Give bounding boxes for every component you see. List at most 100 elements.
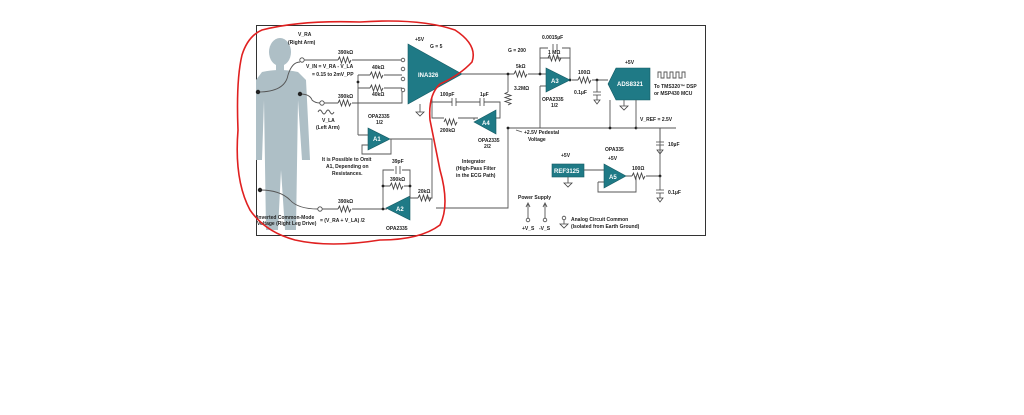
- legend-power-supply: Power Supply: [518, 195, 551, 201]
- a3-rsh-label: 3.2MΩ: [514, 86, 529, 92]
- a3-gain: G = 200: [508, 48, 526, 54]
- legend-common-2: (Isolated from Earth Ground): [571, 224, 640, 230]
- ground-icon: [415, 104, 425, 117]
- a4-unit: 2/2: [484, 144, 491, 150]
- rl-formula: = (V_RA + V_LA) /2: [320, 218, 365, 224]
- vs-plus-terminal: [525, 217, 531, 223]
- legend-vs-plus: +V_S: [522, 226, 535, 232]
- rl-lead: [259, 189, 319, 210]
- a3-unit: 1/2: [551, 103, 558, 109]
- resistor-la: [337, 98, 352, 108]
- adc-label: ADS8321: [617, 82, 644, 88]
- a5-supply: +5V: [608, 156, 618, 162]
- ina-pin: [400, 76, 406, 82]
- a1-label: A1: [373, 137, 381, 143]
- junction: [356, 80, 360, 84]
- resistor-rg1: [369, 70, 384, 80]
- a5-part: OPA335: [605, 147, 624, 153]
- a4-label: A4: [482, 121, 490, 127]
- capacitor-0-1uf: [656, 176, 664, 203]
- resistor-a4: [443, 117, 458, 127]
- resistor-a3-shunt: [503, 91, 513, 106]
- capacitor-a2: [395, 166, 401, 174]
- legend-common-1: Analog Circuit Common: [571, 217, 628, 223]
- a2-rin-label: 20kΩ: [418, 189, 430, 195]
- pedestal-pointer: [515, 129, 523, 133]
- pedestal-2: Voltage: [528, 137, 546, 143]
- resistor-rg2: [369, 83, 384, 93]
- junction: [506, 72, 510, 76]
- r-rl-label: 390kΩ: [338, 199, 353, 205]
- a4-amplifier: [473, 109, 497, 135]
- a4-c1-label: 100pF: [440, 92, 454, 98]
- legend-vs-minus: -V_S: [539, 226, 551, 232]
- a1-amplifier: [367, 127, 391, 151]
- a5-r-label: 100Ω: [632, 166, 644, 172]
- a1-note-2: A1, Depending on: [326, 164, 369, 170]
- a5-wires: [584, 128, 661, 193]
- la-lead: [299, 93, 321, 104]
- ina-pin: [400, 66, 406, 72]
- a3-label: A3: [551, 79, 559, 85]
- rg2-label: 40kΩ: [372, 92, 384, 98]
- adc-ref-wires: [609, 100, 637, 128]
- ground-icon: [619, 100, 629, 111]
- junction: [506, 126, 510, 130]
- resistor-a2-in: [417, 193, 432, 203]
- rl-label-1: Inverted Common-Mode: [257, 215, 314, 221]
- adc-out-1: To TMS320™ DSP: [654, 84, 697, 90]
- a1-note-3: Resistances.: [332, 171, 363, 177]
- resistor-a5: [631, 171, 646, 181]
- ground-icon: [563, 177, 573, 188]
- a4-part: OPA2335: [478, 138, 500, 144]
- integrator-1: Integrator: [462, 159, 485, 165]
- adc-supply: +5V: [625, 60, 635, 66]
- junction: [381, 207, 385, 211]
- a2-label: A2: [396, 207, 404, 213]
- ref-label: REF3125: [554, 169, 580, 175]
- a2-part: OPA2335: [386, 226, 408, 232]
- a5-amplifier: [603, 163, 627, 189]
- diagram-frame: [256, 25, 706, 236]
- capacitor-filter: [593, 80, 601, 105]
- formula-line2: = 0.15 to 2mV_PP: [312, 72, 354, 78]
- adc-vref: V_REF = 2.5V: [640, 117, 673, 123]
- human-figure: [256, 38, 310, 230]
- a1-part: OPA2335: [368, 114, 390, 120]
- resistor-ra: [337, 55, 352, 65]
- junction: [608, 126, 612, 130]
- pedestal-1: +2.5V Pedestal: [524, 130, 560, 136]
- red-annotation-outline: [236, 20, 474, 245]
- a3-rfb-label: 1 MΩ: [548, 50, 560, 56]
- a1-note-1: It is Possible to Omit: [322, 157, 372, 163]
- ina-pin: [400, 57, 406, 63]
- la-terminal: [319, 100, 325, 106]
- ina-supply: +5V: [415, 37, 425, 43]
- a5-label: A5: [609, 175, 617, 181]
- resistor-a3-in: [513, 69, 528, 79]
- a3-wires: [507, 47, 608, 128]
- la-label: (Left Arm): [316, 125, 340, 131]
- a2-feedback-wires: [382, 169, 418, 210]
- rl-electrode: [257, 187, 263, 193]
- a4-c2-label: 1µF: [480, 92, 489, 98]
- la-signal-icon: [317, 109, 335, 115]
- rl-label-2: Voltage (Right Leg Drive): [257, 221, 317, 227]
- supply-arrows-icon: [525, 201, 548, 218]
- integrator-2: (High-Pass Filter: [456, 166, 496, 172]
- pedestal-bus: [436, 127, 676, 209]
- a3-amplifier: [545, 67, 571, 93]
- ra-lead: [257, 61, 301, 93]
- ina-gain: G = 5: [430, 44, 443, 50]
- a2-amplifier: [385, 195, 411, 221]
- resistor-filter: [577, 75, 592, 85]
- r-ra-label: 390kΩ: [338, 50, 353, 56]
- a1-wires: [358, 134, 433, 199]
- rl-terminal: [317, 206, 323, 212]
- c-ref1-label: 10µF: [668, 142, 680, 148]
- la-symbol: V_LA: [322, 118, 335, 124]
- ref-supply: +5V: [561, 153, 571, 159]
- junction: [381, 184, 385, 188]
- la-electrode: [297, 91, 303, 97]
